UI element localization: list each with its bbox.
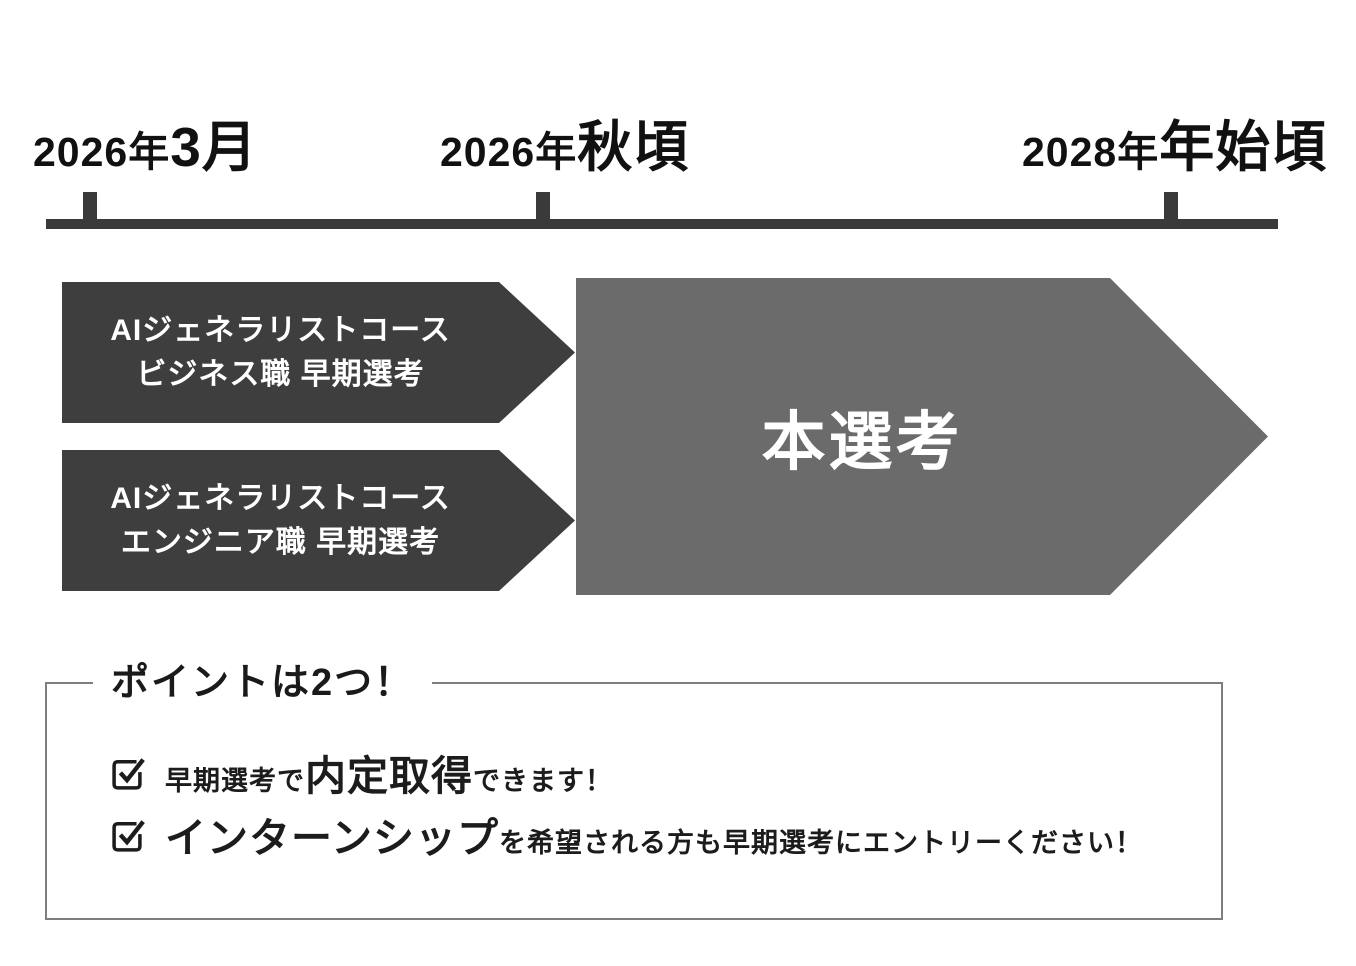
timeline-label-year: 2026年 bbox=[440, 129, 578, 175]
early-selection-engineer-line1: AIジェネラリストコース bbox=[110, 481, 451, 515]
timeline-label-year: 2026年 bbox=[33, 129, 171, 175]
early-selection-engineer-arrow: AIジェネラリストコース エンジニア職 早期選考 bbox=[62, 450, 575, 591]
timeline-axis bbox=[46, 219, 1278, 229]
points-box: ポイントは2つ！ 早期選考で内定取得できます！ インターンシップを希望される方も… bbox=[45, 660, 1223, 920]
timeline-label-period: 3月 bbox=[170, 116, 258, 178]
point-text-emphasis: インターンシップ bbox=[165, 815, 499, 861]
point-item-naitei: 早期選考で内定取得できます！ bbox=[105, 742, 613, 802]
point-text-pre: 早期選考で bbox=[165, 766, 305, 796]
main-selection-arrow: 本選考 bbox=[576, 278, 1268, 595]
main-selection-label: 本選考 bbox=[761, 405, 963, 478]
early-selection-business-line1: AIジェネラリストコース bbox=[110, 313, 451, 347]
points-box-title: ポイントは2つ！ bbox=[93, 660, 433, 706]
early-selection-business-arrow: AIジェネラリストコース ビジネス職 早期選考 bbox=[62, 282, 575, 423]
checked-checkbox-icon bbox=[112, 758, 145, 790]
timeline-label-2028-newyear: 2028年年始頃 bbox=[1022, 120, 1327, 175]
timeline-tick-2028-newyear bbox=[1164, 192, 1178, 220]
point-text-post: を希望される方も早期選考にエントリーください！ bbox=[498, 828, 1143, 858]
early-selection-engineer-line2: エンジニア職 早期選考 bbox=[120, 525, 441, 559]
timeline-tick-2026-autumn bbox=[536, 192, 550, 220]
point-text-post: できます！ bbox=[473, 766, 613, 796]
timeline-label-period: 秋頃 bbox=[577, 116, 690, 178]
early-selection-business-line2: ビジネス職 早期選考 bbox=[136, 357, 425, 391]
timeline-label-year: 2028年 bbox=[1022, 129, 1160, 175]
timeline-label-2026-autumn: 2026年秋頃 bbox=[440, 120, 689, 175]
timeline-tick-2026-march bbox=[83, 192, 97, 220]
checked-checkbox-icon bbox=[112, 820, 145, 852]
point-text-emphasis: 内定取得 bbox=[305, 753, 473, 799]
point-item-internship: インターンシップを希望される方も早期選考にエントリーください！ bbox=[105, 804, 1143, 864]
timeline-label-period: 年始頃 bbox=[1159, 116, 1328, 178]
